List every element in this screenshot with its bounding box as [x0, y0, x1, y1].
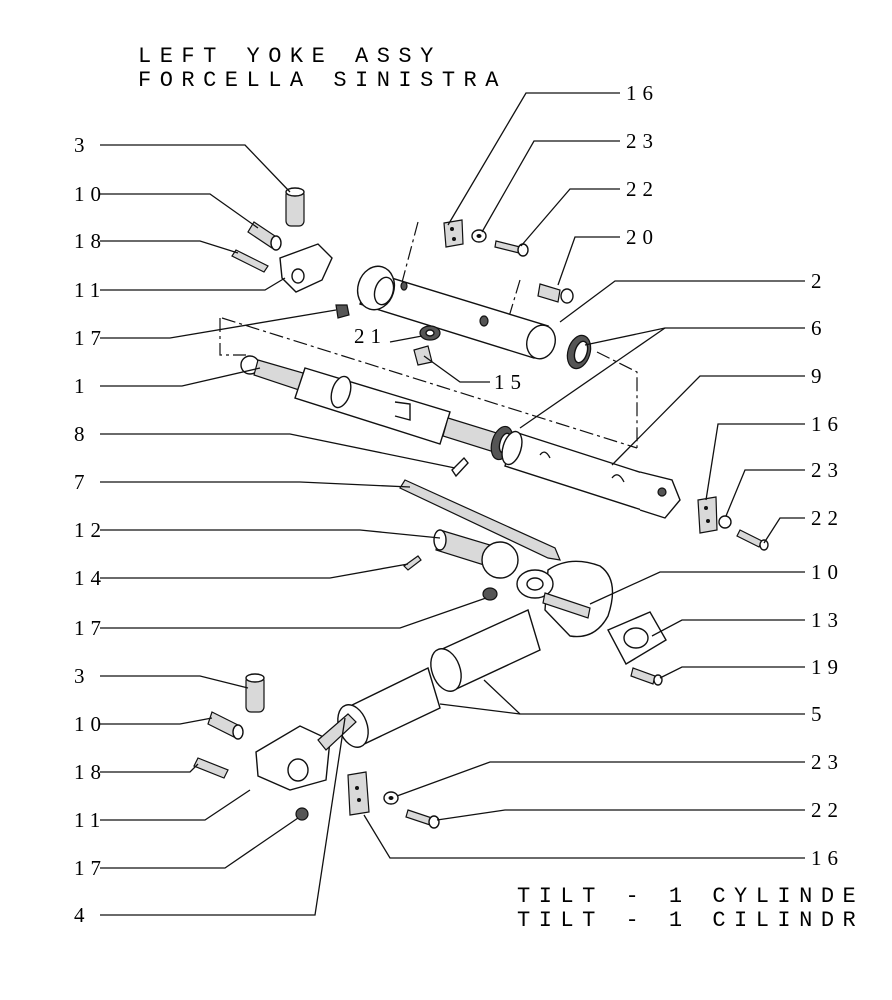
- part-pins-and-bar: [399, 456, 561, 601]
- callout-label: 1: [74, 374, 91, 398]
- callout-label: 10: [74, 182, 107, 206]
- callout-label: 23: [811, 750, 844, 774]
- leader-lines: [100, 92, 805, 916]
- part-upper-yoke-set: [231, 187, 333, 293]
- title-line-2: FORCELLA SINISTRA: [138, 68, 507, 93]
- callout-label: 3: [74, 664, 91, 688]
- part-rod-end-and-flange: [516, 560, 667, 686]
- title-line-1: LEFT YOKE ASSY: [138, 44, 442, 69]
- callout-label: 16: [811, 412, 844, 436]
- callout-label: 13: [811, 608, 844, 632]
- callout-label: 21: [354, 324, 387, 348]
- callout-label: 5: [811, 702, 828, 726]
- callout-label: 20: [626, 225, 659, 249]
- callout-label: 17: [74, 326, 107, 350]
- callout-label: 3: [74, 133, 91, 157]
- subtitle-line-2: TILT - 1 CILINDR: [517, 908, 864, 933]
- part-cylinder-tube-lower: [501, 430, 681, 519]
- part-plates-and-fasteners-lower: [347, 496, 769, 829]
- part-lower-tubes: [337, 609, 541, 748]
- callout-label: 16: [811, 846, 844, 870]
- callout-label: 18: [74, 229, 107, 253]
- callout-label: 10: [811, 560, 844, 584]
- callout-label: 15: [494, 370, 527, 394]
- callout-label: 17: [74, 616, 107, 640]
- callout-label: 6: [811, 316, 828, 340]
- callout-label: 8: [74, 422, 91, 446]
- callout-label: 12: [74, 518, 107, 542]
- callout-label: 10: [74, 712, 107, 736]
- callout-label: 16: [626, 81, 659, 105]
- callouts-right: 16 23 22 20 2 6 9 16 23 22 10 13 19 5 23…: [626, 81, 844, 870]
- callouts-left: 3 10 18 11 17 1 8 7 12 14 17 3 10 18 11 …: [74, 133, 107, 927]
- callout-label: 11: [74, 278, 106, 302]
- callout-label: 2: [811, 269, 828, 293]
- callout-label: 7: [74, 470, 91, 494]
- callout-label: 19: [811, 655, 844, 679]
- callout-label: 18: [74, 760, 107, 784]
- callout-label: 22: [811, 798, 844, 822]
- part-piston-rod: [240, 355, 501, 453]
- part-lower-yoke-set: [193, 673, 357, 821]
- callout-label: 22: [626, 177, 659, 201]
- part-cylinder-barrel-upper: [356, 265, 556, 360]
- callout-label: 23: [811, 458, 844, 482]
- callout-label: 22: [811, 506, 844, 530]
- callouts-inner: 21 15: [354, 324, 527, 394]
- callout-label: 11: [74, 808, 106, 832]
- subtitle-line-1: TILT - 1 CYLINDE: [517, 884, 864, 909]
- callout-label: 4: [74, 903, 91, 927]
- callout-label: 17: [74, 856, 107, 880]
- callout-label: 9: [811, 364, 828, 388]
- part-plates-and-fasteners-upper: [335, 219, 574, 366]
- callout-label: 14: [74, 566, 107, 590]
- callout-label: 23: [626, 129, 659, 153]
